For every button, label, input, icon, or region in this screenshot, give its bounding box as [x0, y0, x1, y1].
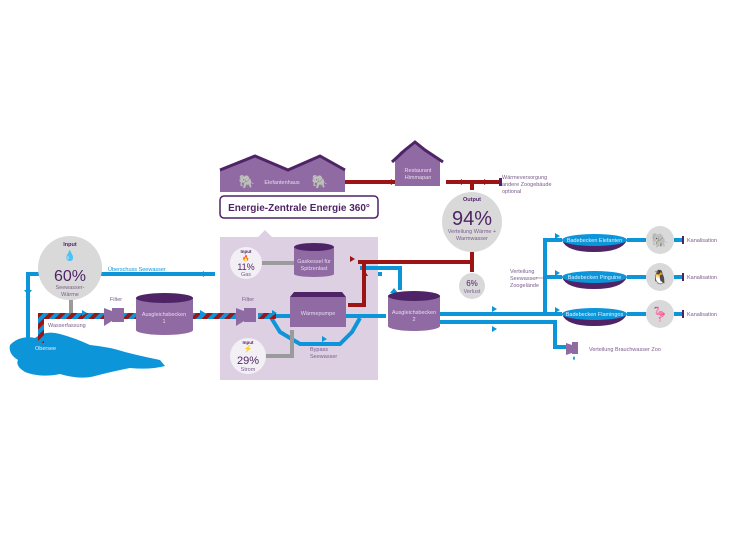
output-desc: Warmwasser: [456, 236, 488, 242]
flow-arrows: [24, 179, 560, 342]
intake-pipe: [38, 313, 276, 343]
input-desc: Strom: [241, 367, 256, 373]
verlust-label: Verlust: [464, 289, 481, 295]
brauchwasser-label: Verteilung Brauchwasser Zoo: [589, 347, 661, 353]
label-line: optional: [502, 189, 521, 195]
input-label: Input: [243, 340, 254, 345]
pools: Badebecken Elefanten🐘KanalisationBadebec…: [562, 226, 717, 328]
elephant-icon: 🐘: [651, 232, 668, 248]
lightning-icon: ⚡: [244, 344, 253, 353]
obersee-lake: [9, 332, 165, 378]
brauchwasser-tap: Verteilung Brauchwasser Zoo: [566, 342, 661, 360]
waermeversorgung-label: Wärmeversorgung andere Zoogebäude option…: [499, 175, 552, 195]
output-percent: 94%: [452, 208, 492, 230]
restaurant-label: Himmapan: [405, 175, 432, 181]
input-percent: 29%: [237, 355, 259, 367]
pool-water: [562, 234, 627, 246]
animal-circle: [646, 263, 674, 291]
filter-1: Filter: [104, 297, 124, 326]
input-seewasser-circle: Input 💧 60% Seewasser- Wärme: [38, 236, 102, 300]
ausgleich-label: 1: [162, 319, 165, 325]
water-drop-icon: [573, 356, 575, 360]
ueberschuss-label: Überschuss Seewasser: [108, 266, 166, 273]
restaurant-label: Restaurant: [405, 168, 432, 174]
elephant-icon: 🐘: [312, 174, 328, 189]
animal-circle: [646, 300, 674, 328]
input-percent: 60%: [54, 268, 86, 285]
filter-label: Filter: [242, 297, 254, 303]
outlet-cap: [682, 273, 684, 281]
ausgleichsbecken-2: Ausgleichsbecken 2: [388, 291, 440, 331]
input-gas-circle: Input 🔥 11% Gas: [230, 247, 262, 279]
pool-water: [562, 271, 627, 283]
outlet-cap: [682, 310, 684, 318]
label-line: Wärmeversorgung: [502, 175, 547, 181]
water-drops-icon: 💧: [64, 249, 76, 262]
ausgleich-label: 2: [412, 317, 415, 323]
filter-label: Filter: [110, 297, 122, 303]
label-line: andere Zoogebäude: [502, 182, 552, 188]
pool-name: Badebecken Elefanten: [567, 238, 622, 244]
pool-name: Badebecken Flamingos: [566, 312, 624, 318]
kanalisation-label: Kanalisation: [687, 275, 717, 281]
input-label: Input: [63, 242, 77, 248]
animal-circle: [646, 226, 674, 254]
bypass-label: Bypass: [310, 347, 328, 353]
filter-2: Filter: [236, 297, 256, 326]
pool-name: Badebecken Pinguine: [568, 275, 622, 281]
outlet-cap: [682, 236, 684, 244]
input-percent: 11%: [237, 262, 254, 272]
input-label: Input: [241, 249, 252, 254]
input-pipes: [69, 261, 294, 358]
penguin-icon: 🐧: [651, 269, 668, 286]
output-circle: Output 94% Verteilung Wärme + Warmwasser: [442, 192, 502, 252]
kanalisation-label: Kanalisation: [687, 312, 717, 318]
wasserfassung-label: Wasserfassung: [48, 323, 86, 329]
kanalisation-label: Kanalisation: [687, 238, 717, 244]
pool-row: Badebecken Elefanten 🐘 Kanalisation: [562, 226, 717, 254]
elefantenhaus-building: Elefantenhaus 🐘 🐘: [219, 154, 346, 192]
verlust-circle: 6% Verlust: [459, 273, 485, 299]
waermepumpe-label: Wärmepumpe: [301, 311, 336, 317]
output-label: Output: [463, 197, 481, 203]
label-line: Zoogelände: [510, 283, 539, 289]
elefantenhaus-label: Elefantenhaus: [264, 180, 299, 186]
input-desc: Wärme: [61, 292, 79, 298]
verteilung-label: Verteilung Seewasser Zoogelände: [510, 269, 545, 289]
gaskessel-label: Gaskessel für: [297, 259, 331, 265]
bypass-label: Seewasser: [310, 354, 337, 360]
ausgleichsbecken-1: Ausgleichsbecken 1: [136, 293, 193, 335]
title-box: Energie-Zentrale Energie 360°: [219, 195, 379, 219]
input-strom-circle: Input ⚡ 29% Strom: [230, 338, 266, 374]
restaurant-building: Restaurant Himmapan: [390, 140, 444, 186]
gaskessel: Gaskessel für Spitzenlast: [294, 243, 334, 277]
flame-icon: 🔥: [242, 254, 249, 262]
label-line: Verteilung: [510, 269, 534, 275]
flamingo-icon: 🦩: [651, 306, 668, 323]
ausgleich-label: Ausgleichsbecken: [142, 312, 186, 318]
page-title: Energie-Zentrale Energie 360°: [228, 203, 370, 214]
verlust-percent: 6%: [466, 279, 478, 288]
gaskessel-label: Spitzenlast: [301, 266, 328, 272]
waermepumpe: Wärmepumpe: [290, 292, 346, 327]
input-desc: Gas: [241, 272, 251, 278]
pool-row: Badebecken Pinguine 🐧 Kanalisation: [562, 263, 717, 291]
obersee-label: Obersee: [35, 346, 56, 352]
output-desc: Verteilung Wärme +: [448, 229, 496, 235]
pool-water: [562, 308, 627, 320]
pool-row: Badebecken Flamingos 🦩 Kanalisation: [562, 300, 717, 328]
input-desc: Seewasser-: [55, 285, 84, 291]
ausgleich-label: Ausgleichsbecken: [392, 310, 436, 316]
elephant-icon: 🐘: [239, 174, 255, 189]
label-line: Seewasser: [510, 276, 537, 282]
